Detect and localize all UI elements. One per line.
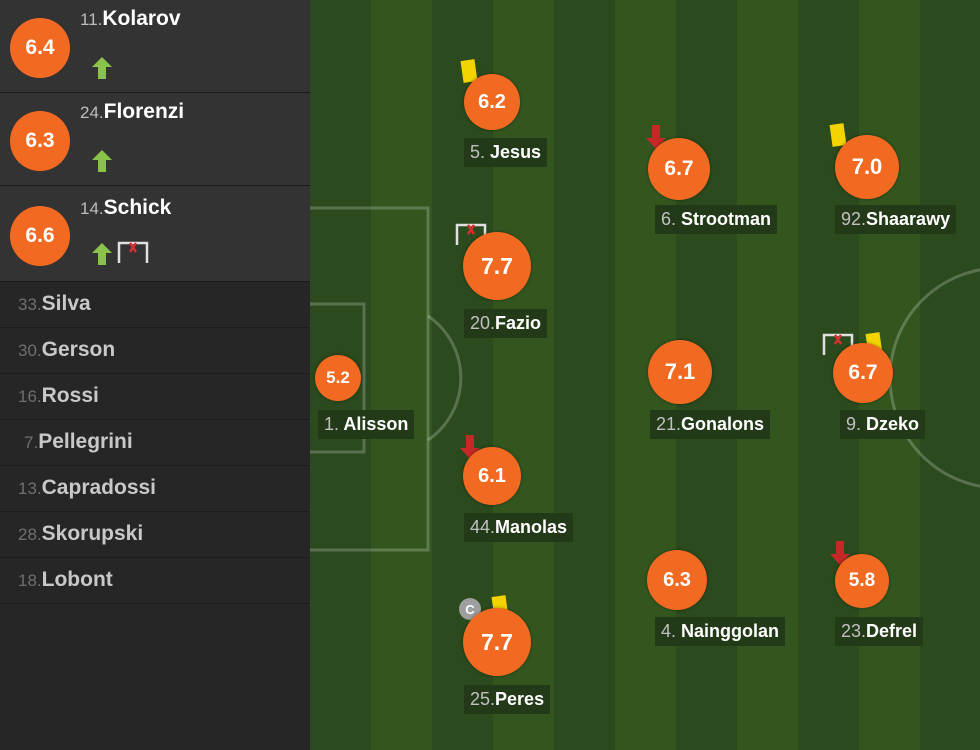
- rating-badge: 6.6: [10, 206, 70, 266]
- player-name: Lobont: [41, 568, 113, 591]
- player-number: 1.: [324, 414, 340, 434]
- rating-badge: 6.7: [833, 343, 893, 403]
- bench-row[interactable]: 13.Capradossi: [0, 466, 310, 512]
- player-label: 44.Manolas: [464, 513, 574, 542]
- player-number: 13.: [18, 479, 42, 498]
- rating-badge: 5.8: [835, 554, 889, 608]
- player-label: 23.Defrel: [835, 617, 924, 646]
- player-name: Alisson: [343, 414, 409, 434]
- substitutes-panel: 6.4 11.Kolarov 6.3 24.Florenzi 6.6 14.Sc…: [0, 0, 310, 750]
- player-number: 23.: [841, 621, 867, 641]
- sub-row-schick[interactable]: 6.6 14.Schick: [0, 186, 310, 282]
- player-label: 6. Strootman: [655, 205, 778, 234]
- rating-badge: 7.7: [463, 608, 531, 676]
- up-arrow-icon: [92, 57, 112, 79]
- rating-badge: 6.1: [463, 447, 521, 505]
- bench-row[interactable]: 28.Skorupski: [0, 512, 310, 558]
- bench-row[interactable]: 33.Silva: [0, 282, 310, 328]
- player-name: Rossi: [41, 384, 99, 407]
- rating-badge: 7.7: [463, 232, 531, 300]
- player-label: 25.Peres: [464, 685, 551, 714]
- player-label: 9. Dzeko: [840, 410, 926, 439]
- pitch: 5.2 1. Alisson 6.2 5. Jesus 7.7 20.Fazio…: [310, 0, 980, 750]
- up-arrow-icon: [92, 150, 112, 172]
- player-number: 7.: [24, 433, 39, 452]
- rating-badge: 6.2: [464, 74, 520, 130]
- rating-badge: 7.0: [835, 135, 899, 199]
- player-label: 20.Fazio: [464, 309, 548, 338]
- bench-row[interactable]: 18.Lobont: [0, 558, 310, 604]
- player-name: Kolarov: [102, 7, 181, 30]
- player-name: Nainggolan: [681, 621, 780, 641]
- player-number: 4.: [661, 621, 677, 641]
- player-name: Shaarawy: [866, 209, 951, 229]
- goal-icon: [117, 241, 149, 263]
- bench-row[interactable]: 30.Gerson: [0, 328, 310, 374]
- player-number: 18.: [18, 571, 42, 590]
- player-name: Dzeko: [866, 414, 920, 434]
- player-number: 24.: [80, 103, 104, 122]
- bench-row[interactable]: 7.Pellegrini: [0, 420, 310, 466]
- player-name: Defrel: [866, 621, 918, 641]
- player-number: 21.: [656, 414, 682, 434]
- player-name: Gerson: [41, 338, 116, 361]
- player-name-line: 24.Florenzi: [80, 100, 184, 124]
- player-name: Capradossi: [41, 476, 157, 499]
- bench-row[interactable]: 16.Rossi: [0, 374, 310, 420]
- rating-badge: 5.2: [315, 355, 361, 401]
- player-number: 28.: [18, 525, 42, 544]
- player-number: 9.: [846, 414, 862, 434]
- sub-row-kolarov[interactable]: 6.4 11.Kolarov: [0, 0, 310, 93]
- player-number: 20.: [470, 313, 496, 333]
- player-name: Skorupski: [41, 522, 144, 545]
- player-number: 16.: [18, 387, 42, 406]
- player-name: Jesus: [490, 142, 542, 162]
- rating-badge: 6.3: [10, 111, 70, 171]
- sub-row-florenzi[interactable]: 6.3 24.Florenzi: [0, 93, 310, 186]
- player-name: Manolas: [495, 517, 568, 537]
- player-name-line: 14.Schick: [80, 196, 171, 220]
- player-number: 44.: [470, 517, 496, 537]
- rating-badge: 6.3: [647, 550, 707, 610]
- player-number: 30.: [18, 341, 42, 360]
- player-name: Fazio: [495, 313, 542, 333]
- player-name: Gonalons: [681, 414, 765, 434]
- player-name: Pellegrini: [38, 430, 133, 453]
- player-number: 92.: [841, 209, 867, 229]
- player-name-line: 11.Kolarov: [80, 7, 181, 31]
- up-arrow-icon: [92, 243, 112, 265]
- player-label: 1. Alisson: [318, 410, 415, 439]
- rating-badge: 6.4: [10, 18, 70, 78]
- player-number: 14.: [80, 199, 104, 218]
- player-name: Strootman: [681, 209, 772, 229]
- rating-badge: 7.1: [648, 340, 712, 404]
- player-number: 33.: [18, 295, 42, 314]
- player-name: Schick: [103, 196, 172, 219]
- player-name: Peres: [495, 689, 545, 709]
- player-label: 4. Nainggolan: [655, 617, 786, 646]
- player-label: 21.Gonalons: [650, 410, 771, 439]
- player-number: 11.: [80, 10, 103, 29]
- player-number: 6.: [661, 209, 677, 229]
- player-name: Florenzi: [103, 100, 185, 123]
- player-name: Silva: [41, 292, 91, 315]
- player-label: 5. Jesus: [464, 138, 548, 167]
- player-label: 92.Shaarawy: [835, 205, 957, 234]
- player-number: 5.: [470, 142, 486, 162]
- player-number: 25.: [470, 689, 496, 709]
- rating-badge: 6.7: [648, 138, 710, 200]
